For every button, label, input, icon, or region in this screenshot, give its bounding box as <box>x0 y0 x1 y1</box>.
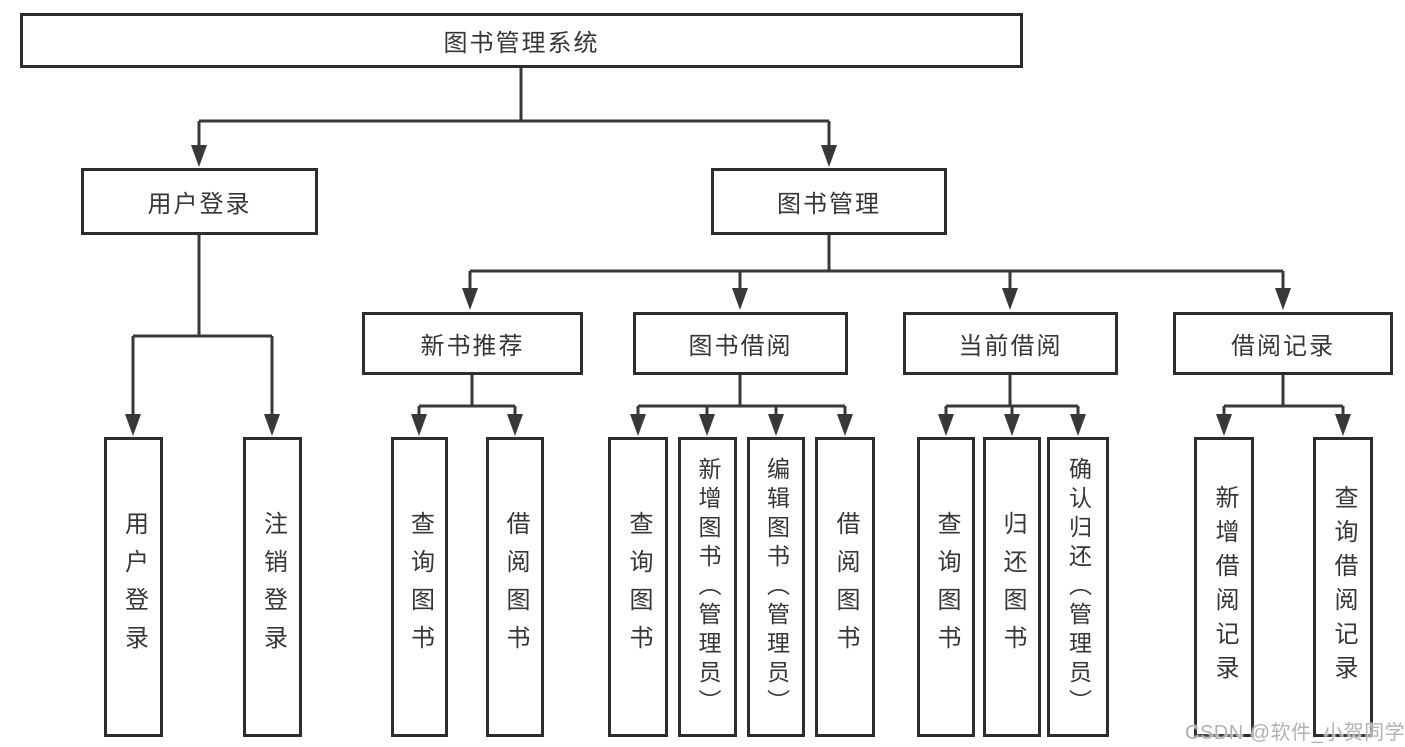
node-user-login-label: 用户登录 <box>147 191 252 218</box>
arrowhead <box>125 414 141 436</box>
arrowhead <box>699 414 715 436</box>
arrowheads <box>125 145 1351 436</box>
leaf-nbr-borrow-books: 借阅图书 <box>486 437 544 737</box>
leaf-cb-return-books-label: 归还图书 <box>999 511 1026 663</box>
leaf-br-query-borrow-record-label: 查询借阅记录 <box>1330 485 1357 689</box>
leaf-logout: 注销登录 <box>243 437 302 737</box>
node-root-system: 图书管理系统 <box>20 13 1023 68</box>
arrowhead <box>411 414 427 436</box>
connector-new-book-children <box>417 375 517 418</box>
leaf-cb-confirm-return-admin: 确认归还（管理员） <box>1047 437 1109 737</box>
leaf-nbr-query-books-label: 查询图书 <box>406 511 434 663</box>
arrowhead <box>191 145 207 167</box>
arrowhead <box>1070 414 1086 436</box>
leaf-br-add-borrow-record: 新增借阅记录 <box>1194 437 1254 737</box>
arrowhead <box>938 414 954 436</box>
leaf-bb-edit-books-admin: 编辑图书（管理员） <box>747 437 805 737</box>
arrowhead <box>1275 288 1291 310</box>
leaf-br-query-borrow-record: 查询借阅记录 <box>1313 437 1373 737</box>
leaf-bb-edit-books-admin-label: 编辑图书（管理员） <box>763 456 790 718</box>
leaf-nbr-query-books: 查询图书 <box>391 437 448 737</box>
leaf-bb-borrow-books: 借阅图书 <box>815 437 875 737</box>
leaf-cb-query-books-label: 查询图书 <box>933 511 960 663</box>
node-book-management-label: 图书管理 <box>777 191 881 218</box>
connector-root-to-level2 <box>197 68 831 150</box>
leaf-bb-query-books-label: 查询图书 <box>625 511 652 663</box>
arrowhead <box>837 414 853 436</box>
csdn-watermark: CSDN @软件_小贺同学 <box>1185 722 1405 744</box>
leaf-bb-add-books-admin: 新增图书（管理员） <box>678 437 737 737</box>
arrowhead <box>768 414 784 436</box>
node-book-borrowing: 图书借阅 <box>633 312 848 375</box>
node-borrowing-records: 借阅记录 <box>1173 312 1393 375</box>
leaf-cb-query-books: 查询图书 <box>917 437 975 737</box>
arrowhead <box>821 145 837 167</box>
node-borrowing-records-label: 借阅记录 <box>1231 333 1335 360</box>
leaf-bb-query-books: 查询图书 <box>608 437 668 737</box>
arrowhead <box>1335 414 1351 436</box>
leaf-nbr-borrow-books-label: 借阅图书 <box>502 511 529 663</box>
node-new-book-recommend-label: 新书推荐 <box>420 333 525 360</box>
leaf-user-login-label: 用户登录 <box>120 511 148 663</box>
leaf-user-login: 用户登录 <box>104 437 163 737</box>
leaf-logout-label: 注销登录 <box>259 511 287 663</box>
connector-user-login-children <box>131 235 274 418</box>
node-current-borrowing-label: 当前借阅 <box>958 333 1063 360</box>
connector-book-mgmt-children <box>468 235 1285 293</box>
node-book-borrowing-label: 图书借阅 <box>688 333 793 360</box>
connector-current-borrow-children <box>944 375 1080 418</box>
node-book-management: 图书管理 <box>711 168 947 235</box>
leaf-cb-confirm-return-admin-label: 确认归还（管理员） <box>1065 456 1092 718</box>
arrowhead <box>264 414 280 436</box>
arrowhead <box>462 288 478 310</box>
arrowhead <box>630 414 646 436</box>
connector-records-children <box>1222 375 1345 418</box>
arrowhead <box>507 414 523 436</box>
node-current-borrowing: 当前借阅 <box>903 312 1118 375</box>
node-new-book-recommend: 新书推荐 <box>362 312 583 375</box>
arrowhead <box>1002 288 1018 310</box>
node-root-label: 图书管理系统 <box>443 30 600 57</box>
leaf-bb-add-books-admin-label: 新增图书（管理员） <box>695 456 721 718</box>
arrowhead <box>1004 414 1020 436</box>
connector-book-borrow-children <box>636 375 847 418</box>
leaf-cb-return-books: 归还图书 <box>983 437 1041 737</box>
leaf-br-add-borrow-record-label: 新增借阅记录 <box>1211 485 1238 689</box>
arrowhead <box>732 288 748 310</box>
node-user-login: 用户登录 <box>81 168 318 235</box>
leaf-bb-borrow-books-label: 借阅图书 <box>832 511 859 663</box>
arrowhead <box>1216 414 1232 436</box>
